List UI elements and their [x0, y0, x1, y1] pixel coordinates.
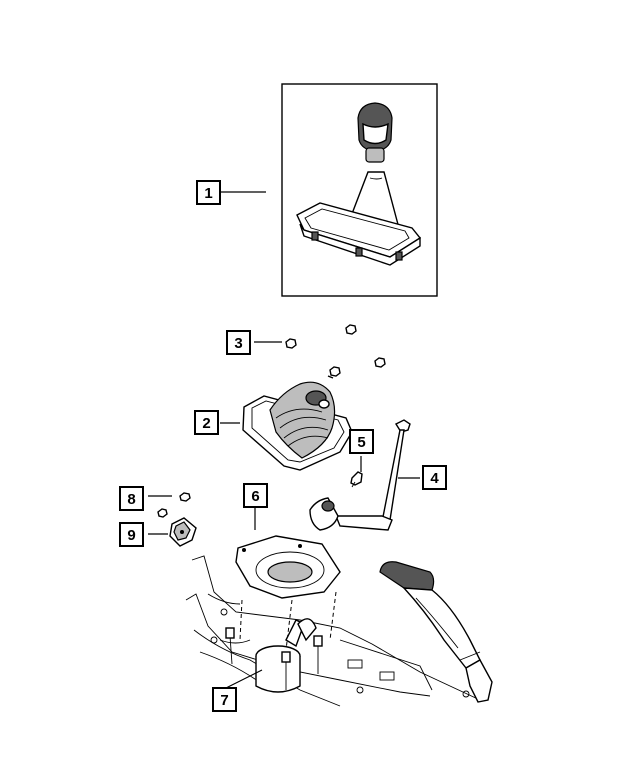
- svg-text:4: 4: [430, 470, 439, 487]
- shift-lever[interactable]: [309, 419, 411, 531]
- svg-text:6: 6: [251, 488, 259, 505]
- callout-1: 1: [196, 180, 221, 205]
- callout-8: 8: [119, 486, 144, 511]
- shift-knob-and-boot[interactable]: [296, 102, 422, 266]
- shifter-base[interactable]: [225, 618, 323, 693]
- nut-set[interactable]: [285, 324, 386, 379]
- callout-5: 5: [349, 429, 374, 454]
- parking-brake-handle: [379, 561, 493, 703]
- svg-text:2: 2: [202, 415, 210, 432]
- svg-text:1: 1: [204, 185, 212, 202]
- svg-text:3: 3: [234, 335, 242, 352]
- leader-lines: [148, 191, 420, 689]
- callout-4: 4: [422, 465, 447, 490]
- seal-plate[interactable]: [235, 535, 341, 599]
- shift-boot-assembly[interactable]: [242, 381, 353, 471]
- svg-text:5: 5: [357, 434, 365, 451]
- small-nut[interactable]: [157, 492, 191, 518]
- callout-9: 9: [119, 522, 144, 547]
- floor-structure: [185, 555, 481, 707]
- inset-frame: [281, 83, 438, 297]
- svg-text:9: 9: [127, 527, 135, 544]
- callout-7: 7: [212, 687, 237, 712]
- callout-3: 3: [226, 330, 251, 355]
- callout-6: 6: [243, 483, 268, 508]
- bracket[interactable]: [169, 517, 197, 547]
- bolt[interactable]: [350, 471, 363, 488]
- svg-text:8: 8: [127, 491, 135, 508]
- svg-text:7: 7: [220, 692, 228, 709]
- callout-2: 2: [194, 410, 219, 435]
